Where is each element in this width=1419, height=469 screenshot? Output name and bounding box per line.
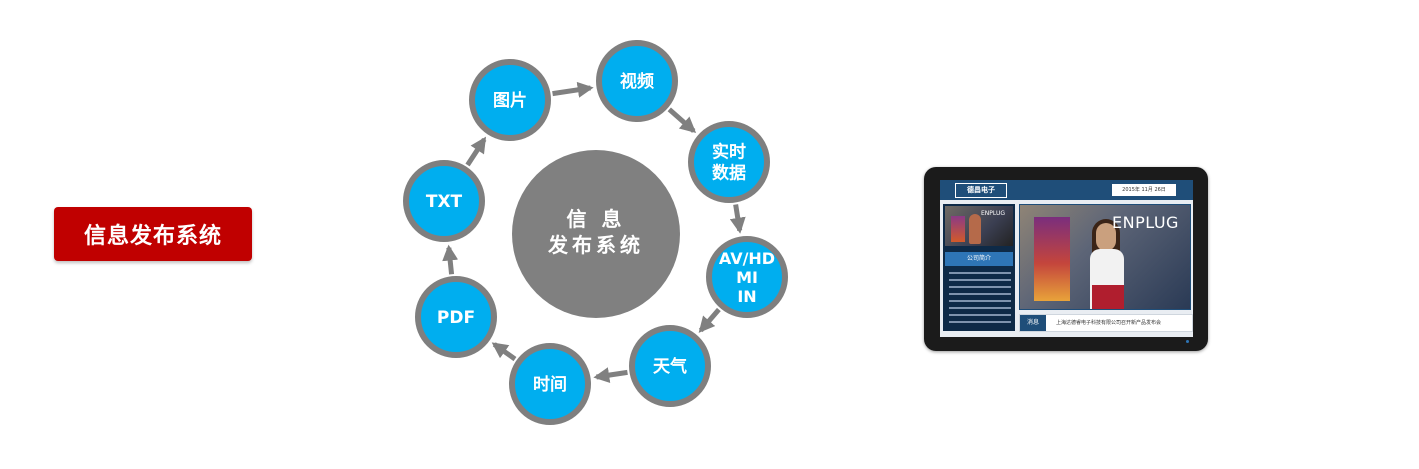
screen-message-bar: 消息 上海达德睿电子科技有限公司召开新产品发布会: [1019, 314, 1193, 332]
cycle-arrow: [552, 81, 594, 98]
screen-main-image: ENPLUG: [1019, 204, 1191, 310]
node-circle: [629, 325, 711, 407]
sidebar-thumbnail: ENPLUG: [945, 206, 1013, 246]
thumb-poster: [951, 216, 965, 242]
node-circle: [509, 343, 591, 425]
node-label: 数据: [712, 163, 746, 184]
screen-header: 德昌电子 2015年 11月 26日: [940, 180, 1193, 200]
cycle-arrow: [729, 204, 746, 234]
cycle-arrow: [667, 107, 697, 134]
node-circle: [403, 160, 485, 242]
main-figure-skirt: [1092, 285, 1124, 309]
tablet-screen: 德昌电子 2015年 11月 26日 ENPLUG 公司简介 ENPLUG 消息…: [940, 180, 1193, 337]
node-pdf: PDF: [415, 276, 497, 358]
node-circle: [706, 236, 788, 318]
node-circle: [596, 40, 678, 122]
node-label: MI: [736, 268, 758, 287]
center-label-line: 发布系统: [547, 233, 644, 257]
node-label: 天气: [653, 356, 687, 377]
tablet-indicator-dot: [1186, 340, 1189, 343]
cycle-arrow: [465, 136, 487, 167]
node-circle: [688, 121, 770, 203]
screen-date: 2015年 11月 26日: [1112, 184, 1176, 196]
screen-sidebar: ENPLUG 公司简介: [943, 204, 1015, 331]
thumb-figure: [969, 214, 981, 244]
center-label-line: 信 息: [567, 207, 626, 231]
node-weather: 天气: [629, 325, 711, 407]
main-figure-head: [1096, 223, 1116, 251]
node-label: 视频: [620, 71, 654, 92]
tablet-device: 德昌电子 2015年 11月 26日 ENPLUG 公司简介 ENPLUG 消息…: [924, 167, 1208, 351]
node-label: PDF: [437, 308, 475, 328]
thumb-brand-text: ENPLUG: [981, 210, 1005, 217]
cycle-arrow: [442, 244, 459, 275]
screen-logo: 德昌电子: [955, 183, 1007, 198]
node-circle: [469, 59, 551, 141]
node-label: TXT: [426, 192, 463, 212]
node-txt: TXT: [403, 160, 485, 242]
node-label: 实时: [712, 142, 746, 163]
node-image: 图片: [469, 59, 551, 141]
title-badge: 信息发布系统: [54, 207, 252, 261]
node-label: AV/HD: [719, 249, 775, 268]
cycle-arrow: [491, 342, 517, 362]
message-text: 上海达德睿电子科技有限公司召开新产品发布会: [1056, 320, 1162, 326]
node-label: 图片: [493, 90, 527, 111]
node-circle: [415, 276, 497, 358]
sidebar-text-lines: [949, 272, 1011, 328]
title-badge-text: 信息发布系统: [83, 224, 222, 249]
main-brand-text: ENPLUG: [1112, 213, 1179, 232]
center-circle: [512, 150, 680, 318]
message-label: 消息: [1020, 315, 1046, 331]
main-poster: [1034, 217, 1070, 301]
cycle-arrow: [698, 307, 721, 333]
sidebar-tab: 公司简介: [945, 252, 1013, 266]
cycle-arrow: [593, 367, 628, 384]
node-label: 时间: [533, 374, 567, 395]
node-video: 视频: [596, 40, 678, 122]
node-time: 时间: [509, 343, 591, 425]
node-label: IN: [737, 287, 756, 306]
